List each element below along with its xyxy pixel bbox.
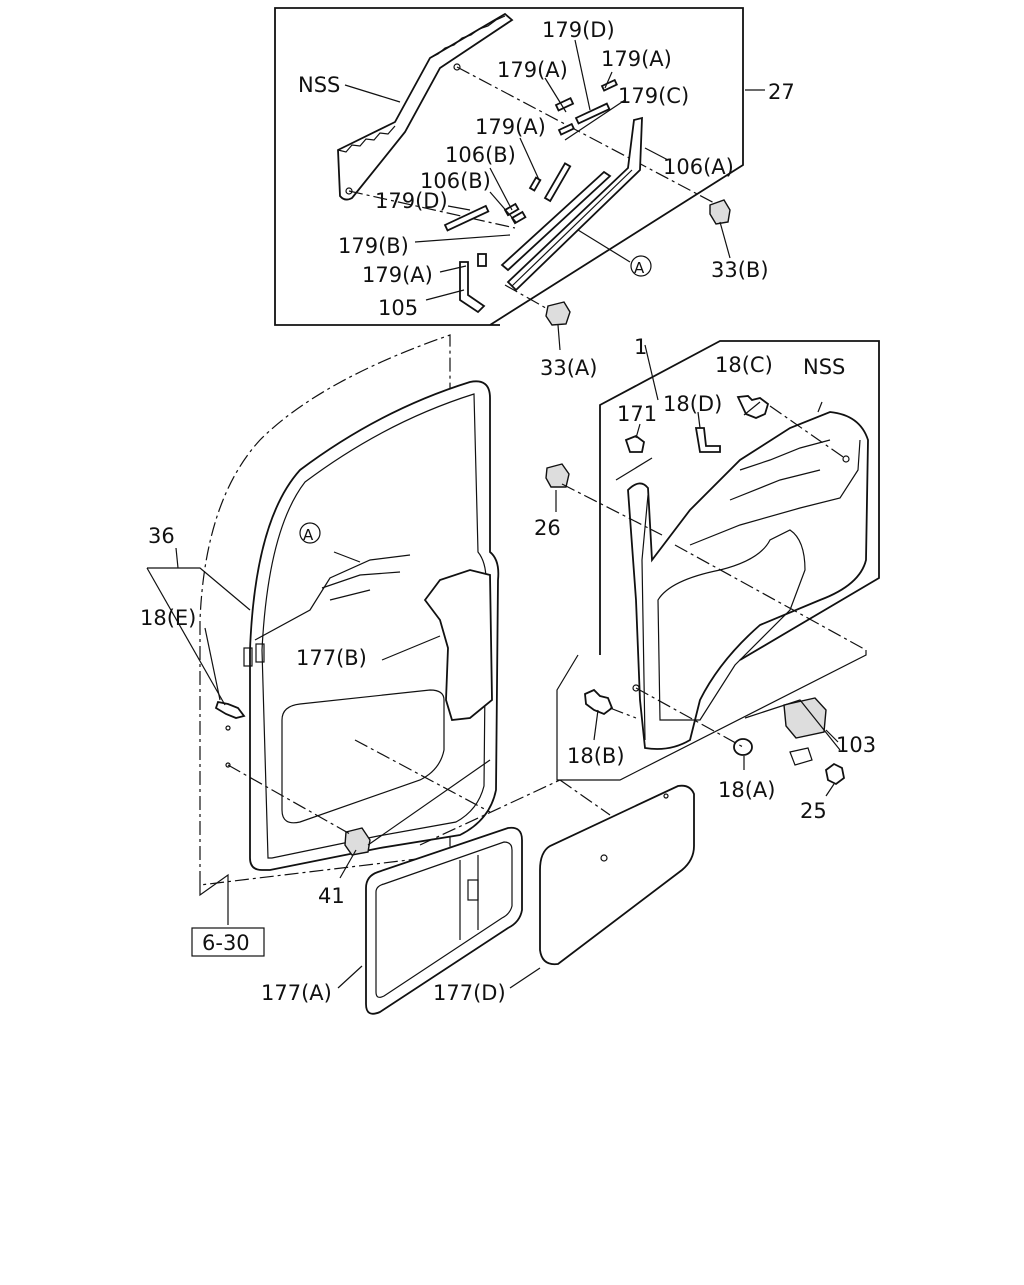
- label-177d: 177(D): [433, 981, 506, 1005]
- part-179c-strip: [543, 162, 572, 203]
- part-171-clip: [624, 434, 645, 453]
- part-18e-pin: [214, 700, 246, 719]
- part-106b-2: [510, 210, 527, 225]
- part-179a-clip-small: [477, 253, 487, 267]
- part-177a-gasket: [365, 826, 523, 1015]
- part-26-clip: [545, 463, 570, 488]
- label-33b: 33(B): [711, 258, 769, 282]
- part-41-clip: [344, 827, 371, 856]
- part-25-screw: [825, 762, 845, 786]
- part-18d-bracket: [694, 427, 721, 453]
- door-body-outline: [199, 334, 451, 886]
- label-33a: 33(A): [540, 356, 597, 380]
- label-27: 27: [768, 80, 795, 104]
- label-103: 103: [836, 733, 876, 757]
- part-18b-pushpin: [584, 688, 614, 716]
- label-18a: 18(A): [718, 778, 775, 802]
- label-41: 41: [318, 884, 345, 908]
- part-179d-strip-2: [443, 204, 490, 232]
- label-18d: 18(D): [663, 392, 722, 416]
- label-106a: 106(A): [663, 155, 734, 179]
- part-33a-clip: [545, 301, 571, 326]
- label-106b-2: 106(B): [420, 169, 491, 193]
- lower-panels: 177(A) 177(D): [261, 784, 695, 1015]
- inset-1-door-trim: 1 18(C) NSS 171 18(D) 26 18(B) 18(A) 103…: [534, 335, 880, 823]
- label-26: 26: [534, 516, 561, 540]
- part-179a-strip-3: [557, 122, 575, 136]
- ref-box-6-30[interactable]: [191, 927, 265, 957]
- callout-circle-a-left: [299, 522, 321, 544]
- part-door-seal: [249, 380, 500, 871]
- label-179d-2: 179(D): [375, 189, 448, 213]
- label-nss-right: NSS: [803, 355, 845, 379]
- part-103-handle: [783, 697, 827, 739]
- label-1: 1: [634, 335, 647, 359]
- label-177b: 177(B): [296, 646, 367, 670]
- label-177a: 177(A): [261, 981, 332, 1005]
- inset-27: A NSS 179(D) 179(A) 179(A) 179(C) 179(A)…: [274, 7, 795, 380]
- label-nss-top: NSS: [298, 73, 340, 97]
- label-18e: 18(E): [140, 606, 196, 630]
- part-179d-strip: [574, 102, 611, 125]
- label-171: 171: [617, 402, 657, 426]
- label-18c: 18(C): [715, 353, 773, 377]
- part-door-trim-panel: [627, 411, 869, 750]
- callout-a-top: A: [634, 259, 645, 277]
- label-25: 25: [800, 799, 827, 823]
- inset-1-frame: [599, 340, 880, 661]
- label-18b: 18(B): [567, 744, 625, 768]
- part-177b-foam: [423, 569, 493, 721]
- part-105-bracket: [459, 261, 486, 314]
- part-106a-run: [506, 116, 643, 292]
- part-nss-channel: [337, 12, 514, 201]
- inset-27-frame: [274, 7, 744, 326]
- part-33b-clip: [709, 199, 731, 225]
- label-179a-1: 179(A): [497, 58, 568, 82]
- door-assembly: A 36 18(E) 177(B) 41 6-30: [140, 334, 611, 957]
- label-179a-2: 179(A): [601, 47, 672, 71]
- label-179d-top: 179(D): [542, 18, 615, 42]
- callout-circle-a-top: [630, 255, 652, 277]
- part-179a-strip-1: [554, 97, 575, 112]
- label-179a-3: 179(A): [475, 115, 546, 139]
- label-179b: 179(B): [338, 234, 409, 258]
- label-36: 36: [148, 524, 175, 548]
- part-103-plate: [789, 747, 813, 766]
- part-177d-panel: [539, 784, 695, 966]
- callout-a-left: A: [303, 526, 314, 544]
- part-179b-run-channel: [500, 170, 612, 272]
- label-106b-1: 106(B): [445, 143, 516, 167]
- label-ref-6-30[interactable]: 6-30: [202, 931, 250, 955]
- label-179c: 179(C): [618, 84, 689, 108]
- part-18a-button: [733, 738, 753, 756]
- label-105: 105: [378, 296, 418, 320]
- part-179a-strip-2: [600, 78, 618, 92]
- label-179a-4: 179(A): [362, 263, 433, 287]
